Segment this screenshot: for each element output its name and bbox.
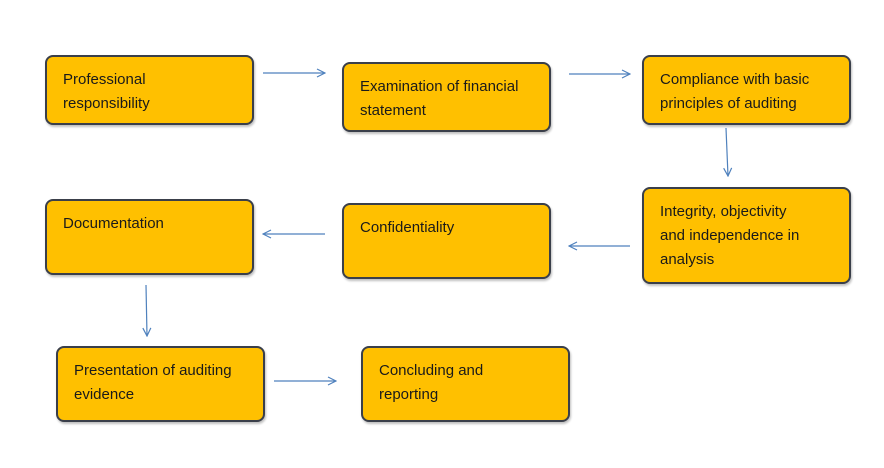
- step-professional-responsibility: Professional responsibility: [45, 55, 254, 125]
- step-confidentiality: Confidentiality: [342, 203, 551, 279]
- step-examination-of-financial-statement: Examination of financial statement: [342, 62, 551, 132]
- step-concluding-and-reporting: Concluding and reporting: [361, 346, 570, 422]
- step-compliance-with-basic-principles: Compliance with basic principles of audi…: [642, 55, 851, 125]
- step-documentation: Documentation: [45, 199, 254, 275]
- step-integrity-objectivity-independence: Integrity, objectivity and independence …: [642, 187, 851, 284]
- step-presentation-of-auditing-evidence: Presentation of auditing evidence: [56, 346, 265, 422]
- arrow-documentation-to-presentation: [146, 284, 147, 336]
- arrow-compliance-to-integrity: [726, 127, 728, 176]
